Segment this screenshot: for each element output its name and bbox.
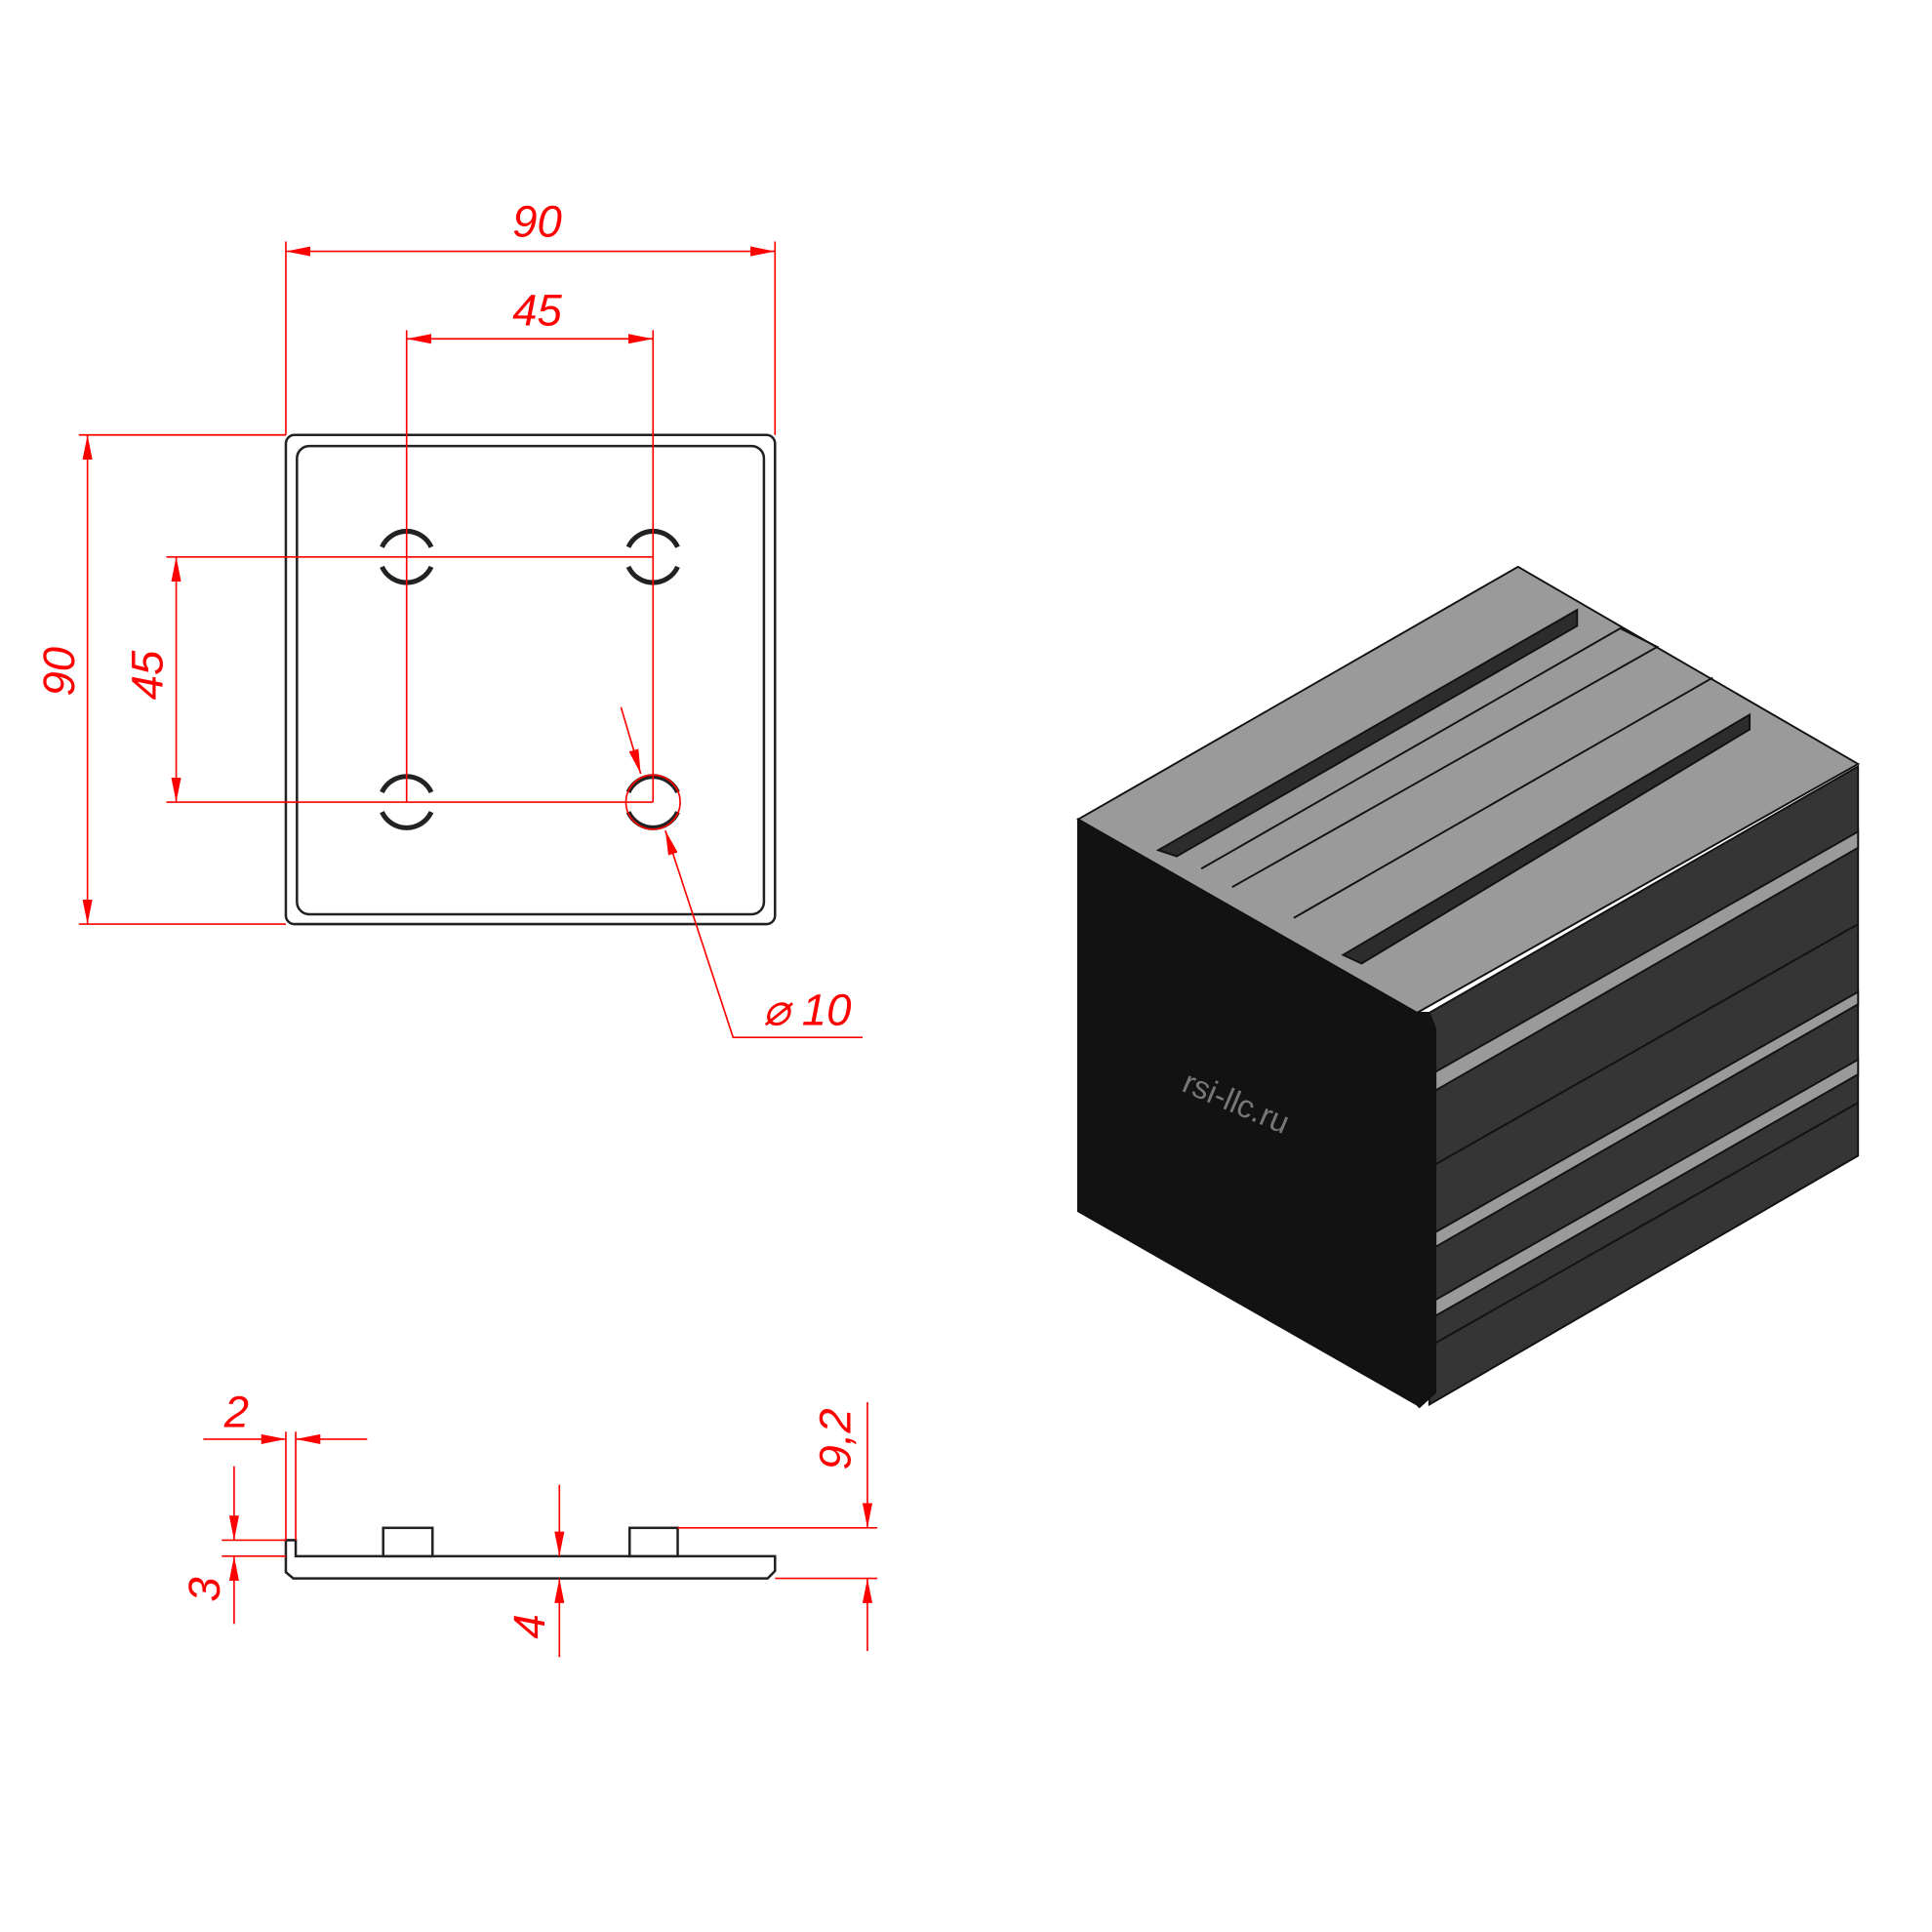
dim-hole-diameter: ⌀ 10 [763,986,852,1035]
boss-left [382,1526,434,1558]
dim-lip-width: 2 [223,1387,249,1436]
side-view: 2 3 4 9,2 [180,1387,878,1658]
top-view: 90 45 90 45 ⌀ 10 [34,196,863,1039]
dim-top-width: 90 [512,196,562,246]
dimension-lines-top [78,241,863,1039]
boss-right [628,1526,679,1558]
end-cap-face [1076,818,1437,1409]
dim-total-height: 9,2 [810,1408,860,1469]
dimension-lines-side [203,1402,878,1658]
dim-left-height: 90 [34,647,84,697]
dim-hole-spacing-h: 45 [512,285,562,335]
isometric-view: rsi-llc.ru [1076,565,1861,1409]
plate-profile [284,1539,777,1580]
dim-hole-spacing-v: 45 [123,650,173,700]
plate-inner-outline [296,444,766,916]
dim-plate-thickness: 4 [504,1614,554,1638]
dim-lip-height: 3 [180,1577,229,1601]
